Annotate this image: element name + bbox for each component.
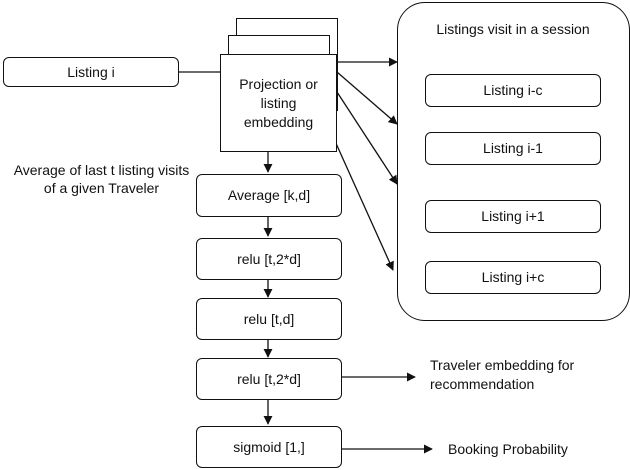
layer-label: Average [k,d] [227, 187, 311, 203]
embedding-label: Projection or listing embedding [239, 75, 318, 130]
traveler-embedding-label: Traveler embedding for recommendation [430, 357, 575, 392]
session-listing-i-1: Listing i-1 [425, 132, 601, 165]
session-title: Listings visit in a session [436, 21, 590, 37]
layer-average: Average [k,d] [196, 174, 342, 217]
layer-label: relu [t,2*d] [237, 250, 301, 267]
session-listing-label: Listing i+1 [481, 208, 545, 224]
layer-label: relu [t,d] [243, 310, 295, 327]
listing-i-label: Listing i [67, 63, 115, 80]
session-listing-label: Listing i-c [483, 82, 543, 98]
session-listing-label: Listing i-1 [483, 140, 543, 156]
session-listing-i-c: Listing i-c [425, 74, 601, 107]
layer-label: relu [t,2*d] [237, 370, 301, 387]
edge-embedding-to-listing-i+1 [329, 129, 394, 271]
booking-probability-label: Booking Probability [448, 441, 568, 457]
layer-label: sigmoid [1,] [233, 438, 305, 455]
session-listing-i+1: Listing i+1 [425, 200, 601, 233]
layer-sigmoid: sigmoid [1,] [196, 426, 342, 468]
layer-relu-3: relu [t,2*d] [196, 358, 342, 400]
session-listing-i+c: Listing i+c [425, 261, 601, 294]
listing-i-node: Listing i [3, 57, 179, 87]
edge-embedding-to-listing-i-c [336, 71, 398, 125]
edge-embedding-to-listing-i-1 [336, 91, 398, 185]
embedding-node: Projection or listing embedding [220, 54, 337, 152]
layer-relu-1: relu [t,2*d] [196, 238, 342, 280]
average-note: Average of last t listing visits of a gi… [13, 162, 190, 196]
session-listing-label: Listing i+c [481, 269, 545, 285]
layer-relu-2: relu [t,d] [196, 298, 342, 340]
